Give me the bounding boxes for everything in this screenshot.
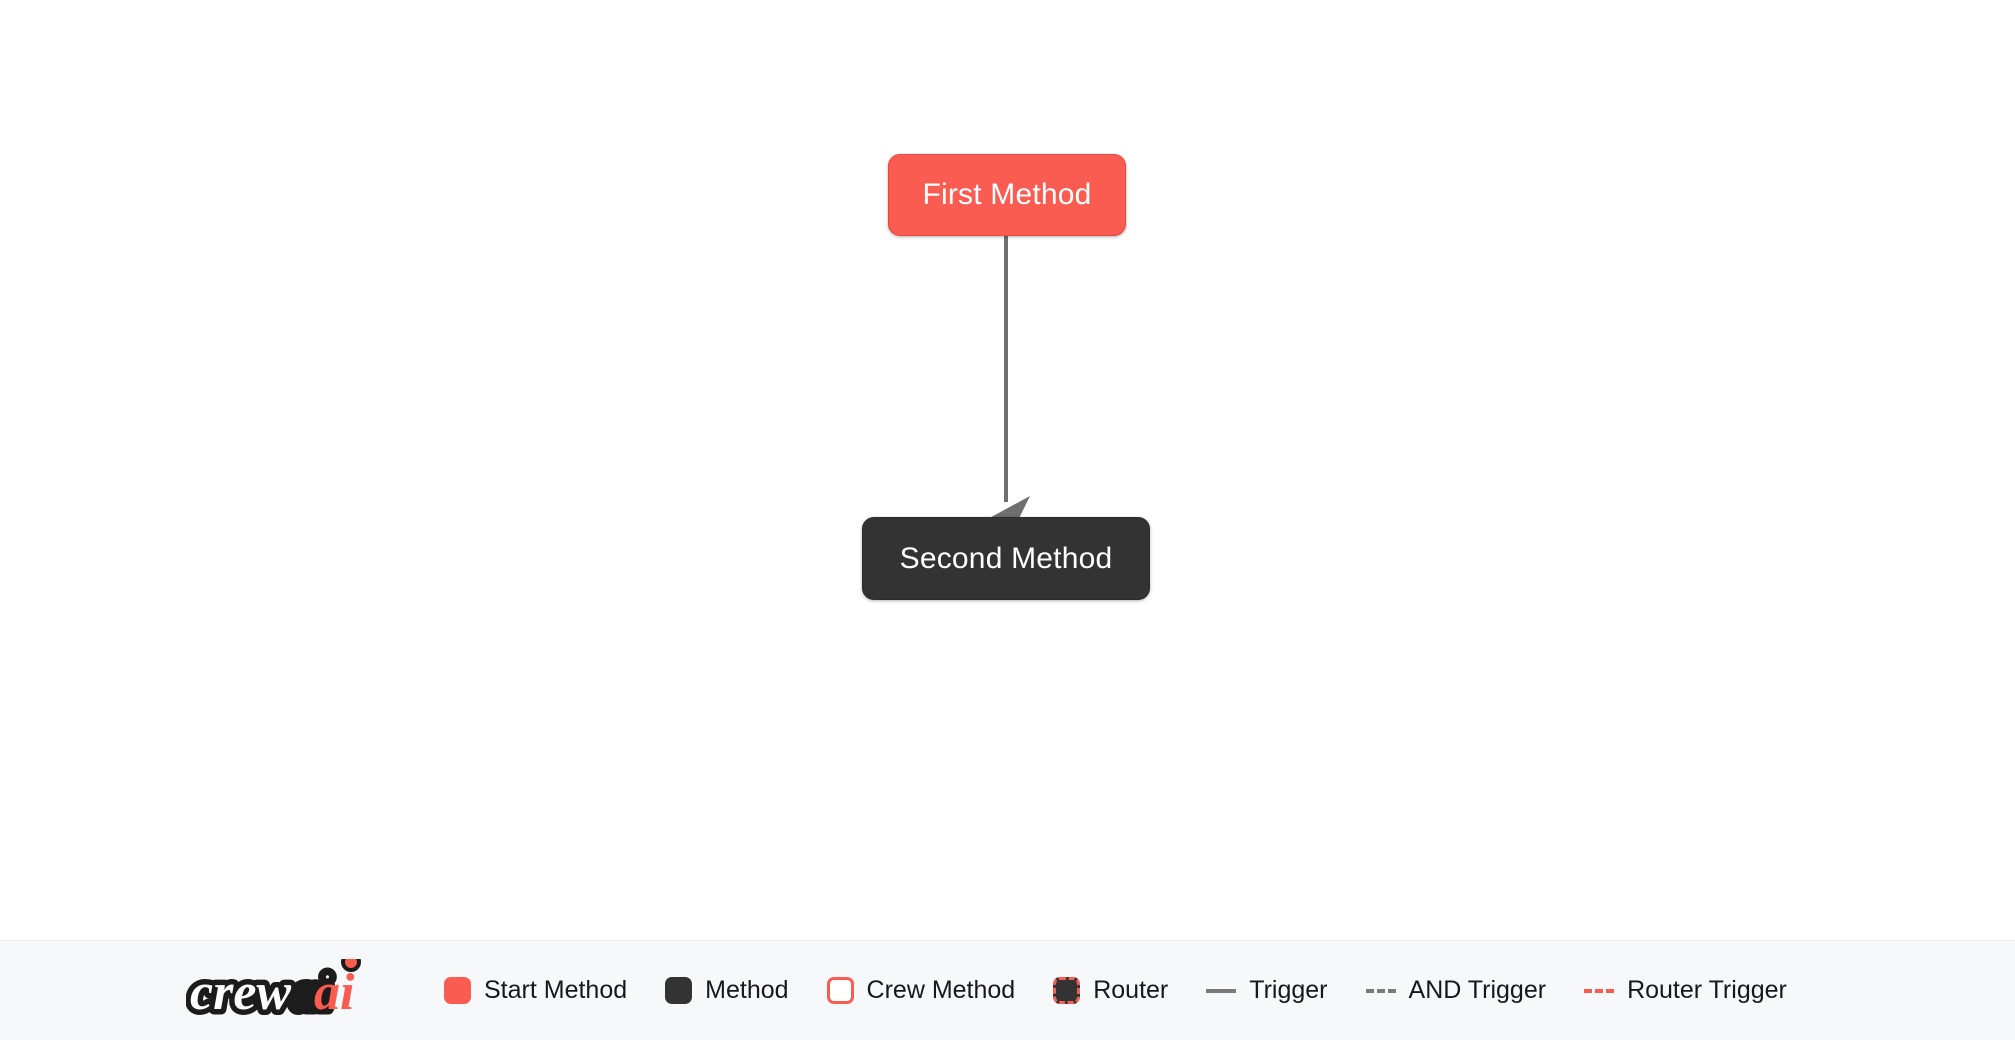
method-swatch-icon xyxy=(665,977,693,1004)
flow-canvas[interactable]: First Method Second Method xyxy=(0,0,2015,940)
trigger-line-icon xyxy=(1206,988,1237,993)
svg-text:ai: ai xyxy=(314,964,355,1021)
edge-layer xyxy=(982,236,1030,548)
router-trigger-line-icon xyxy=(1584,988,1615,993)
legend-item-and-trigger[interactable]: AND Trigger xyxy=(1365,976,1547,1004)
legend-item-start-method[interactable]: Start Method xyxy=(444,977,627,1004)
legend-label-start-method: Start Method xyxy=(484,976,628,1004)
and-trigger-line-icon xyxy=(1365,988,1396,993)
legend-item-method[interactable]: Method xyxy=(665,976,789,1004)
svg-text:crew: crew xyxy=(190,964,291,1021)
legend-item-router[interactable]: Router xyxy=(1053,977,1168,1004)
legend-items: Start Method Method Crew Method Router T… xyxy=(444,977,1825,1004)
start-method-swatch-icon xyxy=(444,977,471,1004)
legend-item-router-trigger[interactable]: Router Trigger xyxy=(1584,978,1787,1003)
flow-node-second-method[interactable]: Second Method xyxy=(862,517,1150,600)
legend-bar: crewai crew ai Start Method Method Crew … xyxy=(0,940,2015,1040)
legend-label-method: Method xyxy=(705,976,789,1004)
legend-label-and-trigger: AND Trigger xyxy=(1408,976,1547,1004)
flow-node-first-method-label: First Method xyxy=(922,178,1092,211)
legend-item-trigger[interactable]: Trigger xyxy=(1206,976,1328,1004)
legend-label-router: Router xyxy=(1093,976,1169,1004)
crewai-logo: crewai crew ai xyxy=(186,958,361,1023)
legend-label-crew-method: Crew Method xyxy=(866,976,1016,1004)
legend-item-crew-method[interactable]: Crew Method xyxy=(826,976,1016,1004)
flow-node-first-method[interactable]: First Method xyxy=(888,154,1126,236)
legend-label-trigger: Trigger xyxy=(1249,976,1328,1004)
svg-text:crewai: crewai xyxy=(190,964,332,1021)
legend-label-router-trigger: Router Trigger xyxy=(1627,976,1787,1004)
router-swatch-icon xyxy=(1053,977,1081,1004)
crew-method-swatch-icon xyxy=(826,977,854,1004)
flow-node-second-method-label: Second Method xyxy=(899,541,1113,575)
